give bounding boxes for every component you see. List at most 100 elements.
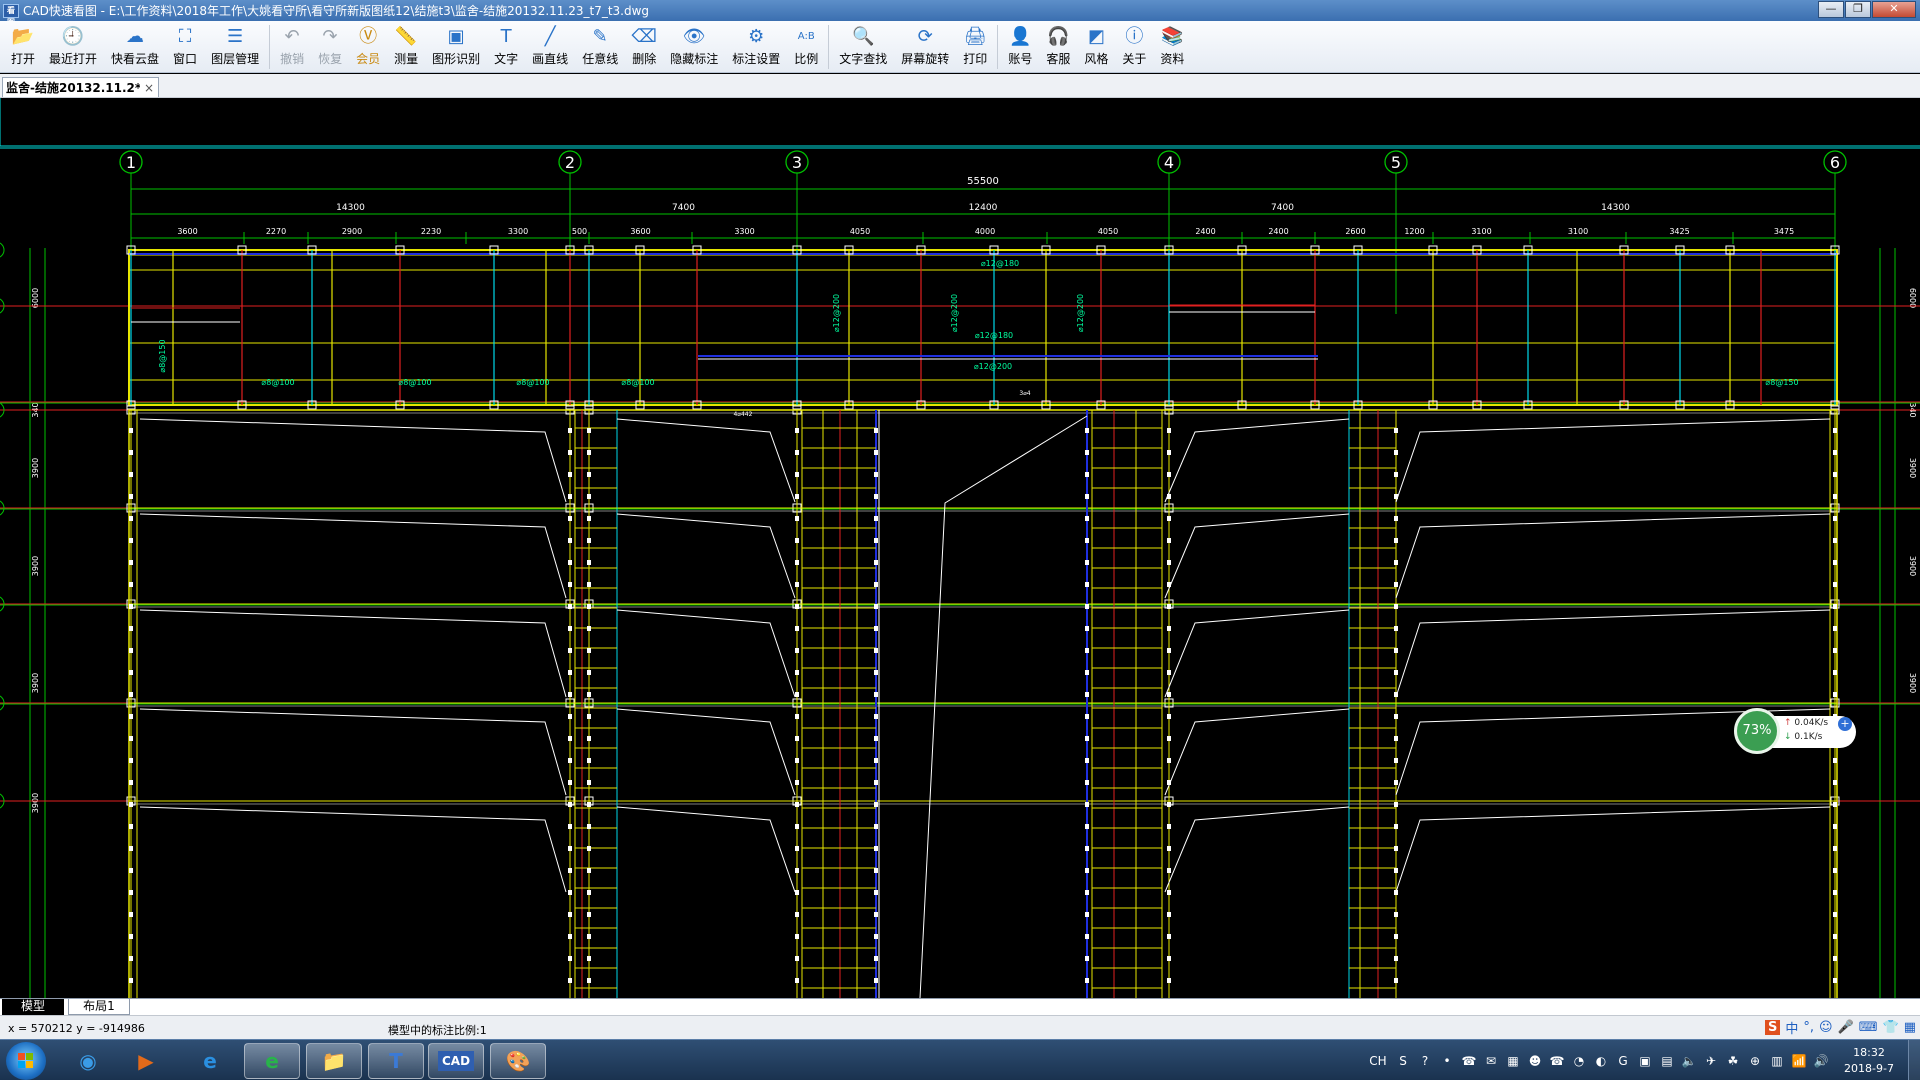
rebar-label: ⌀12@200 (832, 294, 841, 332)
cloud-icon: ☁ (126, 26, 145, 47)
toolbar-undo-button[interactable]: ↶撤销 (280, 21, 304, 73)
toolbar-mark-settings-button[interactable]: ⚙标注设置 (732, 21, 780, 73)
tray-icon[interactable]: S (1399, 1053, 1407, 1068)
tray-icon[interactable]: ▤ (1661, 1053, 1673, 1068)
language-indicator[interactable]: CH (1369, 1053, 1387, 1068)
toolbar-recognize-button[interactable]: ▣图形识别 (432, 21, 480, 73)
toolbar-hide-marks-button[interactable]: 👁隐藏标注 (670, 21, 718, 73)
dimension-small: 3300 (734, 227, 754, 236)
column-tick (587, 538, 591, 543)
column-tick (568, 934, 572, 939)
tray-icon[interactable]: 🔈 (1681, 1053, 1697, 1068)
toolbar-style-button[interactable]: ◩风格 (1084, 21, 1108, 73)
tray-icon[interactable]: ☎ (1549, 1053, 1565, 1068)
column-tick (129, 736, 133, 741)
minimize-button[interactable]: — (1818, 1, 1844, 18)
column-tick (1167, 802, 1171, 807)
column-node (1428, 400, 1438, 410)
tray-icon[interactable]: ☻ (1528, 1053, 1542, 1068)
tray-icon[interactable]: G (1618, 1053, 1628, 1068)
column-tick (1167, 956, 1171, 961)
toolbar-line-button[interactable]: ╱画直线 (532, 21, 568, 73)
memory-percent-ring[interactable]: 73% (1734, 708, 1780, 754)
ime-icon[interactable]: ⌨ (1858, 1020, 1878, 1035)
ime-icon[interactable]: ▦ (1903, 1020, 1916, 1035)
tray-icon[interactable]: ☎ (1461, 1053, 1477, 1068)
ime-icon[interactable]: ☺ (1819, 1020, 1833, 1035)
tray-icon[interactable]: ✈ (1705, 1053, 1717, 1068)
ime-icon[interactable]: °, (1803, 1020, 1814, 1035)
toolbar-resources-button[interactable]: 📚资料 (1160, 21, 1184, 73)
tray-icon[interactable]: ▥ (1771, 1053, 1783, 1068)
column-tick (1085, 560, 1089, 565)
start-button[interactable] (6, 1042, 46, 1080)
column-tick (874, 692, 878, 697)
close-button[interactable]: ✕ (1872, 1, 1916, 18)
tray-icon[interactable]: 📶 (1791, 1053, 1807, 1068)
taskbar-cad-button[interactable]: CAD (428, 1043, 484, 1079)
tray-icon[interactable]: 🔊 (1813, 1053, 1829, 1068)
toolbar-redo-button[interactable]: ↷恢复 (318, 21, 342, 73)
tray-icon[interactable]: ◐ (1595, 1053, 1607, 1068)
taskbar-paint-button[interactable]: 🎨 (490, 1043, 546, 1079)
column-node (1725, 245, 1735, 255)
column-tick (874, 758, 878, 763)
tab-close-icon[interactable]: × (144, 80, 155, 95)
tray-icon[interactable]: ▣ (1639, 1053, 1651, 1068)
taskbar-media-button[interactable]: ▶ (118, 1043, 174, 1079)
taskbar-ie-green-button[interactable]: e (244, 1043, 300, 1079)
toolbar-delete-button[interactable]: ⌫删除 (631, 21, 656, 73)
toolbar-service-button[interactable]: 🎧客服 (1046, 21, 1070, 73)
column-tick (874, 780, 878, 785)
toolbar-print-button[interactable]: 🖨打印 (963, 21, 987, 73)
column-tick (1167, 648, 1171, 653)
ime-icon[interactable]: 中 (1785, 1022, 1799, 1037)
toolbar-rotate-button[interactable]: ⟳屏幕旋转 (901, 21, 949, 73)
toolbar-open-button[interactable]: 📂打开 (11, 21, 35, 73)
clock[interactable]: 18:32 2018-9-7 (1832, 1045, 1906, 1077)
tray-icon[interactable]: ✉ (1485, 1053, 1497, 1068)
taskbar-text-app-button[interactable]: T (368, 1043, 424, 1079)
column-tick (568, 648, 572, 653)
column-tick (795, 450, 799, 455)
tray-icon[interactable]: ◔ (1573, 1053, 1585, 1068)
maximize-button[interactable]: ❐ (1845, 1, 1871, 18)
column-tick (129, 956, 133, 961)
toolbar-measure-button[interactable]: 📏测量 (394, 21, 418, 73)
tray-icon[interactable]: ☘ (1727, 1053, 1739, 1068)
tray-icon[interactable]: ▦ (1507, 1053, 1519, 1068)
taskbar-explorer-button[interactable]: 📁 (306, 1043, 362, 1079)
ime-icon[interactable]: 👕 (1882, 1020, 1899, 1035)
ime-icon[interactable]: 🎤 (1837, 1020, 1854, 1035)
taskbar-ie-button[interactable]: e (182, 1043, 238, 1079)
column-tick (874, 582, 878, 587)
toolbar-window-button[interactable]: ⛶窗口 (173, 21, 197, 73)
toolbar-text-find-button[interactable]: 🔍文字查找 (839, 21, 887, 73)
toolbar-account-button[interactable]: 👤账号 (1008, 21, 1032, 73)
column-tick (795, 736, 799, 741)
tab-layout1[interactable]: 布局1 (68, 999, 130, 1015)
tray-icon[interactable]: • (1443, 1053, 1451, 1068)
column-tick (795, 626, 799, 631)
tab-document[interactable]: 监舍-结施20132.11.2* × (2, 77, 159, 97)
tray-icon[interactable]: ⊕ (1749, 1053, 1761, 1068)
column-tick (1833, 912, 1837, 917)
toolbar-layers-button[interactable]: ☰图层管理 (211, 21, 259, 73)
toolbar-recent-button[interactable]: 🕘最近打开 (49, 21, 97, 73)
show-desktop-button[interactable] (1908, 1040, 1920, 1080)
tab-model[interactable]: 模型 (2, 999, 64, 1015)
widget-plus-icon[interactable]: + (1838, 717, 1852, 731)
tray-icon[interactable]: ? (1421, 1053, 1429, 1068)
toolbar-freeline-button[interactable]: ✎任意线 (582, 21, 618, 73)
toolbar-cloud-button[interactable]: ☁快看云盘 (111, 21, 159, 73)
axis-label: 2 (565, 153, 575, 172)
taskbar-chrome-button[interactable]: ◉ (60, 1043, 116, 1079)
network-speed-widget[interactable]: ↑ 0.04K/s ↓ 0.1K/s + 73% (1734, 708, 1858, 756)
ime-icon[interactable]: S (1764, 1020, 1781, 1035)
